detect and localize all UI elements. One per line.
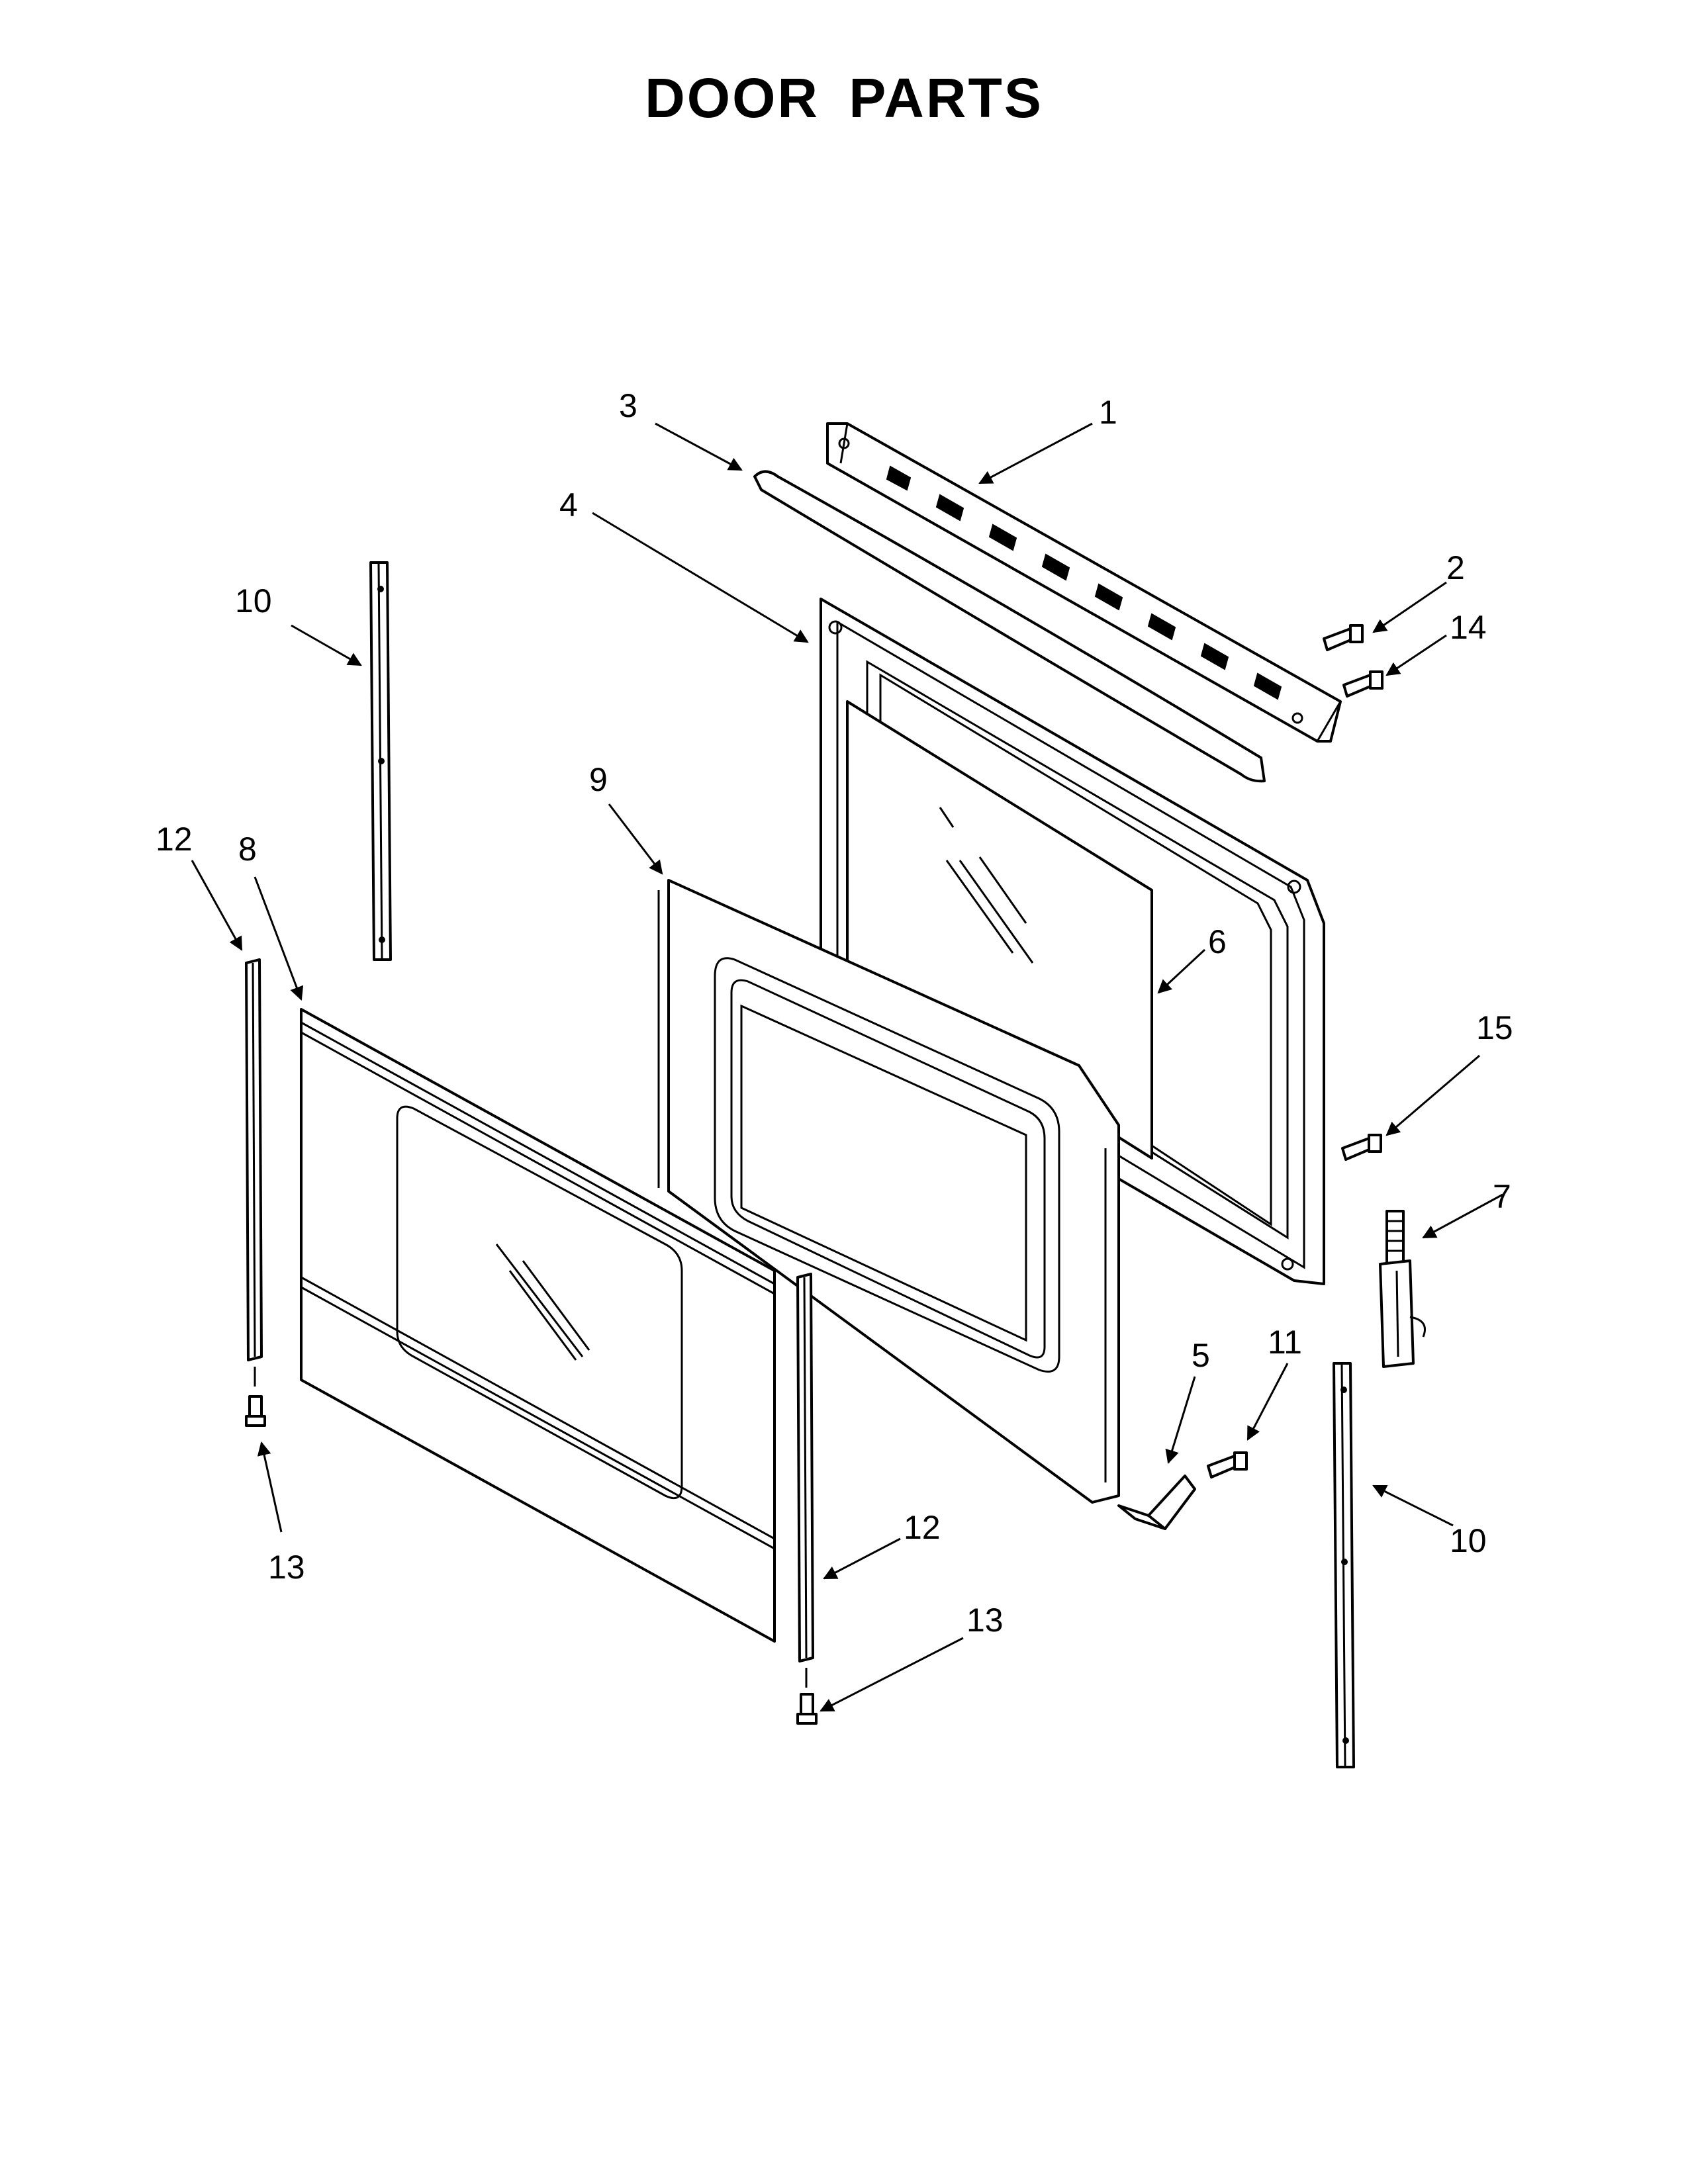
callout-7: 7: [1493, 1178, 1511, 1215]
part-9-door-frame: [657, 879, 1120, 1504]
part-11-screw: [1207, 1451, 1248, 1479]
part-14-screw: [1342, 670, 1383, 698]
part-15-screw: [1341, 1134, 1382, 1161]
leader-lines: [191, 422, 1503, 1712]
page-title: DOOR PARTS: [645, 67, 1043, 129]
part-6-inner-glass: [846, 700, 1153, 1160]
callout-15: 15: [1476, 1009, 1513, 1046]
part-12-door-side-trim-left: [245, 958, 263, 1361]
callout-8: 8: [238, 831, 257, 868]
part-10-hinge-receiver-right: [1333, 1362, 1355, 1768]
callout-10b: 10: [1450, 1522, 1487, 1559]
part-3-door-handle: [753, 470, 1266, 783]
vent-slots: [886, 465, 1282, 700]
callout-5: 5: [1192, 1337, 1210, 1374]
callout-9: 9: [589, 761, 608, 798]
part-7-door-hinge: [1379, 1210, 1426, 1368]
callout-13b: 13: [966, 1602, 1004, 1639]
part-1-vent-trim: [826, 422, 1342, 743]
callout-13a: 13: [268, 1549, 305, 1586]
part-13-screw-left: [245, 1367, 266, 1427]
callout-12a: 12: [156, 821, 193, 858]
callout-2: 2: [1446, 549, 1465, 586]
callout-10a: 10: [235, 582, 272, 619]
callout-12b: 12: [904, 1509, 941, 1546]
part-13-screw-right: [796, 1668, 818, 1725]
callout-4: 4: [559, 486, 578, 523]
callout-3: 3: [619, 387, 637, 424]
part-2-screw: [1323, 624, 1364, 651]
part-5-bracket: [1117, 1475, 1196, 1530]
part-12-door-side-trim-right: [796, 1273, 814, 1662]
callout-labels: 1 3 4 2 14 10 9 12 8 6 15 7 5 11 10 12 1…: [156, 387, 1513, 1639]
part-10-hinge-receiver-left: [369, 561, 392, 961]
part-8-outer-door-panel: [300, 1008, 776, 1643]
callout-11: 11: [1268, 1324, 1302, 1361]
callout-1: 1: [1099, 394, 1117, 431]
callout-14: 14: [1450, 609, 1487, 646]
callout-6: 6: [1208, 923, 1227, 960]
